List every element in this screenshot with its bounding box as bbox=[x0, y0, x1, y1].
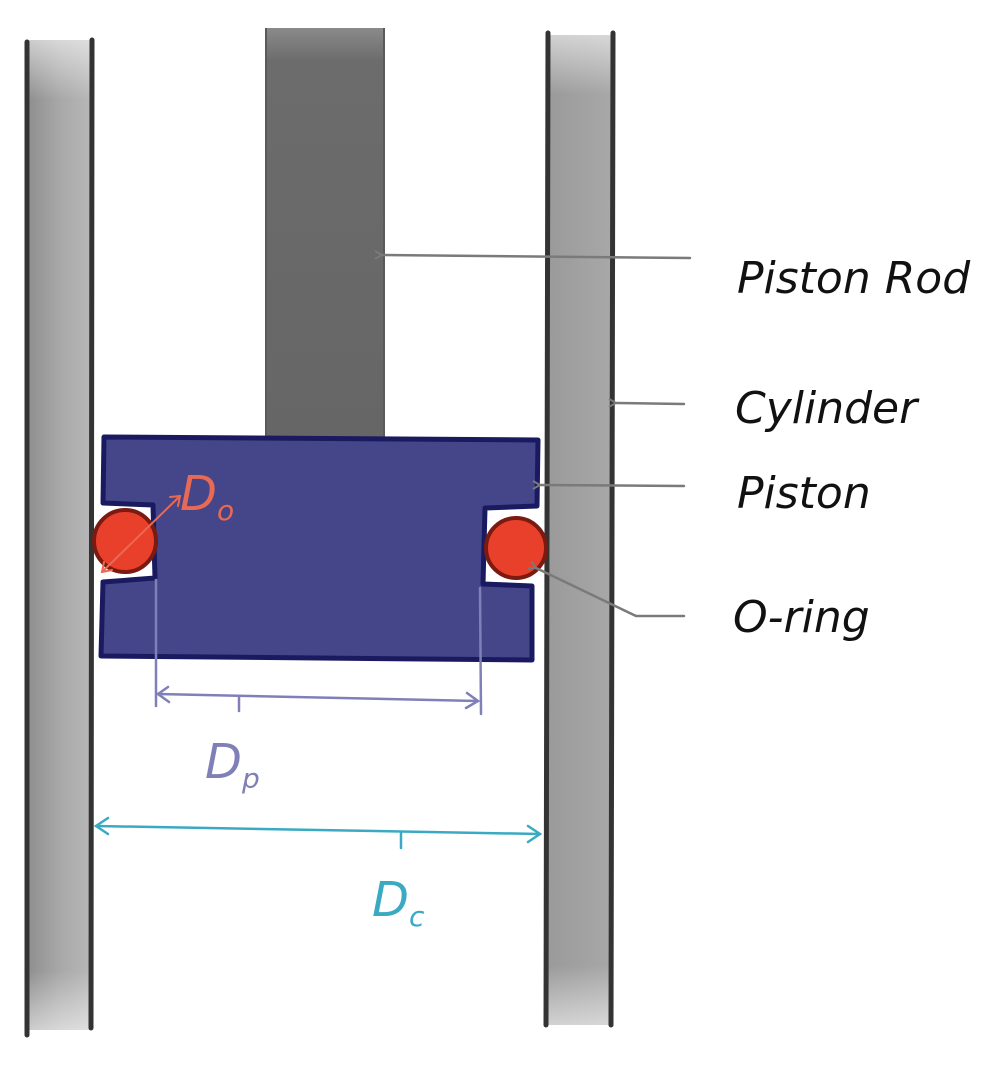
o-ring-leader bbox=[536, 568, 686, 618]
cylinder-wall-left bbox=[24, 37, 95, 1038]
label-piston: Piston bbox=[737, 468, 871, 519]
piston-rod-leader bbox=[382, 255, 692, 258]
piston-leader bbox=[540, 485, 686, 486]
leader-lines bbox=[382, 255, 692, 618]
cylinder-wall-right bbox=[543, 30, 616, 1028]
label-do: Do bbox=[180, 466, 234, 527]
piston bbox=[98, 434, 541, 663]
label-cylinder: Cylinder bbox=[735, 383, 920, 434]
o-ring-diameter-arrow bbox=[100, 494, 182, 574]
cylinder-diameter-dimension bbox=[93, 816, 543, 850]
piston-diameter-dimension bbox=[154, 578, 483, 716]
o-ring-left bbox=[92, 508, 158, 574]
label-o-ring: O-ring bbox=[733, 592, 870, 643]
label-dp: Dp bbox=[205, 734, 260, 795]
cylinder-leader bbox=[616, 403, 686, 404]
label-dc: Dc bbox=[372, 872, 425, 933]
piston-rod bbox=[265, 28, 385, 440]
label-piston-rod: Piston Rod bbox=[737, 253, 971, 304]
